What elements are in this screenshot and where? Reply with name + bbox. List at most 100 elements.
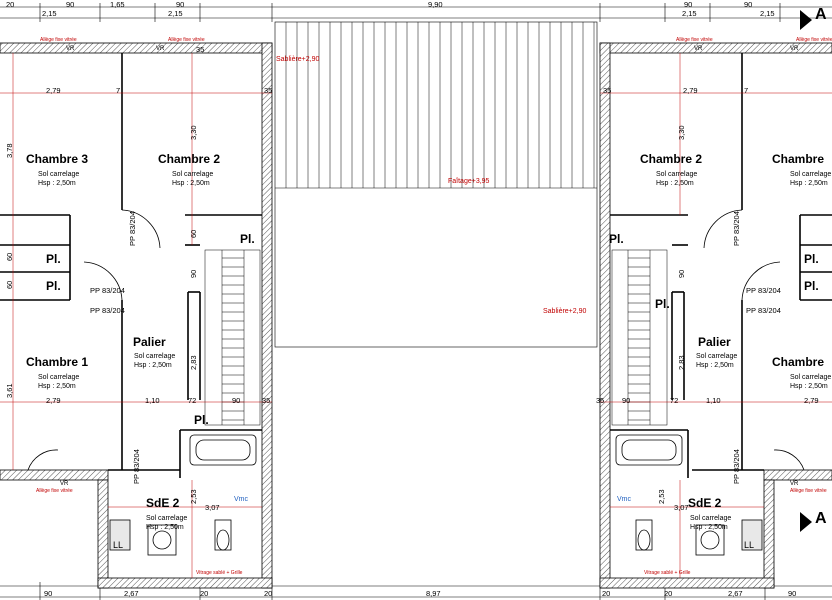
sol-chambre2-l: Sol carrelage (172, 171, 214, 178)
dim-307-l: 3,07 (205, 503, 220, 512)
dim-bottom-90b: 90 (788, 589, 797, 598)
placard-l3: Pl. (46, 279, 61, 293)
room-sde2-l: SdE 2 (146, 496, 180, 510)
dim-35-l2: 35 (262, 396, 271, 405)
hsp-palier-l: Hsp : 2,50m (134, 362, 172, 369)
placard-r2: Pl. (804, 252, 819, 266)
hsp-palier-r: Hsp : 2,50m (696, 362, 734, 369)
dim-283-r: 2,83 (677, 355, 686, 370)
placard-l1: Pl. (240, 232, 255, 246)
roof-area (274, 21, 598, 348)
dim-top-90b: 90 (684, 0, 693, 9)
sol-chambre1-l: Sol carrelage (38, 374, 80, 381)
right-unit-stairs (611, 249, 668, 426)
placard-l2: Pl. (46, 252, 61, 266)
dim-253-l: 2,53 (189, 489, 198, 504)
vr-r1: VR (694, 46, 703, 52)
room-chambre-r2: Chambre (772, 355, 825, 369)
vmc-l: Vmc (234, 496, 248, 503)
vitrage-note-r: Vitrage sablé + Grille (644, 570, 691, 576)
right-unit-partitions (610, 53, 832, 478)
vr-r2: VR (790, 46, 799, 52)
dim-top-90c: 90 (744, 0, 753, 9)
sol-chambre-r1: Sol carrelage (790, 171, 832, 178)
dim-bottom-267b: 2,67 (728, 589, 743, 598)
dim-90-r1: 90 (677, 269, 686, 278)
dim-307-r: 3,07 (674, 503, 689, 512)
dim-60-l1: 60 (5, 252, 14, 261)
dim-35-l1: 35 (264, 86, 273, 95)
dim-283-l: 2,83 (189, 355, 198, 370)
room-chambre3-l: Chambre 3 (26, 152, 89, 166)
dim-7-r1: 7 (744, 86, 749, 95)
dim-bottom-20a: 20 (200, 589, 209, 598)
ll-l: LL (113, 540, 124, 550)
dim-72-r: 72 (670, 396, 679, 405)
dim-72-l: 72 (188, 396, 197, 405)
dim-7-l1: 7 (116, 86, 121, 95)
placard-l4: Pl. (194, 413, 209, 427)
dim-110-r: 1,10 (706, 396, 721, 405)
dim-279-l1: 2,79 (46, 86, 61, 95)
ll-r: LL (744, 540, 755, 550)
dim-bottom-90a: 90 (44, 589, 53, 598)
dim-top-90a: 90 (176, 0, 185, 9)
vr-r3: VR (790, 481, 799, 487)
pp-label-r1: PP 83/204 (732, 211, 741, 246)
sol-sde2-l: Sol carrelage (146, 515, 188, 522)
dim-361: 3,61 (5, 383, 14, 398)
dim-60-l2: 60 (5, 280, 14, 289)
allege-note-r1: Allège fixe vitrée (676, 37, 713, 43)
right-stair-steps (628, 257, 650, 421)
dim-top-2: 90 (66, 0, 75, 9)
vmc-r: Vmc (617, 496, 631, 503)
room-chambre-r1: Chambre (772, 152, 825, 166)
right-unit-dim-lines (600, 53, 832, 578)
section-a-bottom: A (815, 510, 827, 527)
left-unit-partitions (0, 53, 262, 478)
pp-label-l3: PP 83/204 (90, 306, 125, 315)
left-unit-dim-lines (0, 53, 272, 578)
dim-35-l0: 35 (196, 45, 205, 54)
dim-60-l3: 60 (189, 229, 198, 238)
left-unit-stairs (204, 249, 261, 426)
dim-90-l2: 90 (232, 396, 241, 405)
room-palier-r: Palier (698, 335, 731, 349)
hsp-chambre-r2: Hsp : 2,50m (790, 383, 828, 390)
left-stair-steps (222, 257, 244, 421)
sol-palier-l: Sol carrelage (134, 353, 176, 360)
room-chambre2-l: Chambre 2 (158, 152, 221, 166)
section-a-top: A (815, 6, 827, 23)
roof-slope-lines (285, 22, 595, 188)
sol-chambre2-r: Sol carrelage (656, 171, 698, 178)
dim-top-215b: 2,15 (168, 9, 183, 18)
vr-l3: VR (60, 481, 69, 487)
dim-bottom-20c: 20 (602, 589, 611, 598)
hsp-sde2-r: Hsp : 2,50m (690, 524, 728, 531)
dim-top-215a: 2,15 (42, 9, 57, 18)
dim-top-165: 1,65 (110, 0, 125, 9)
sabliere-note-left: Sablière+2,90 (276, 56, 320, 63)
dim-110-l: 1,10 (145, 396, 160, 405)
hsp-chambre2-r: Hsp : 2,50m (656, 180, 694, 187)
right-unit-walls (599, 42, 832, 589)
dim-330-l: 3,30 (189, 125, 198, 140)
placard-r4: Pl. (655, 297, 670, 311)
hsp-chambre2-l: Hsp : 2,50m (172, 180, 210, 187)
vitrage-note-l: Vitrage sablé + Grille (196, 570, 243, 576)
dim-top-215c: 2,15 (682, 9, 697, 18)
sol-chambre-r2: Sol carrelage (790, 374, 832, 381)
dim-top-1: 20 (6, 0, 15, 9)
allege-note-l3: Allège fixe vitrée (36, 488, 73, 494)
dim-35-r1: 35 (603, 86, 612, 95)
dim-top-990: 9,90 (428, 0, 443, 9)
room-sde2-r: SdE 2 (688, 496, 722, 510)
dim-bottom-20b: 20 (264, 589, 273, 598)
room-chambre2-r: Chambre 2 (640, 152, 703, 166)
dim-bottom-897: 8,97 (426, 589, 441, 598)
pp-label-r4: PP 83/204 (732, 449, 741, 484)
top-dimension-chain (0, 3, 832, 22)
sabliere-note-right: Sablière+2,90 (543, 308, 587, 315)
pp-label-r3: PP 83/204 (746, 306, 781, 315)
sol-palier-r: Sol carrelage (696, 353, 738, 360)
